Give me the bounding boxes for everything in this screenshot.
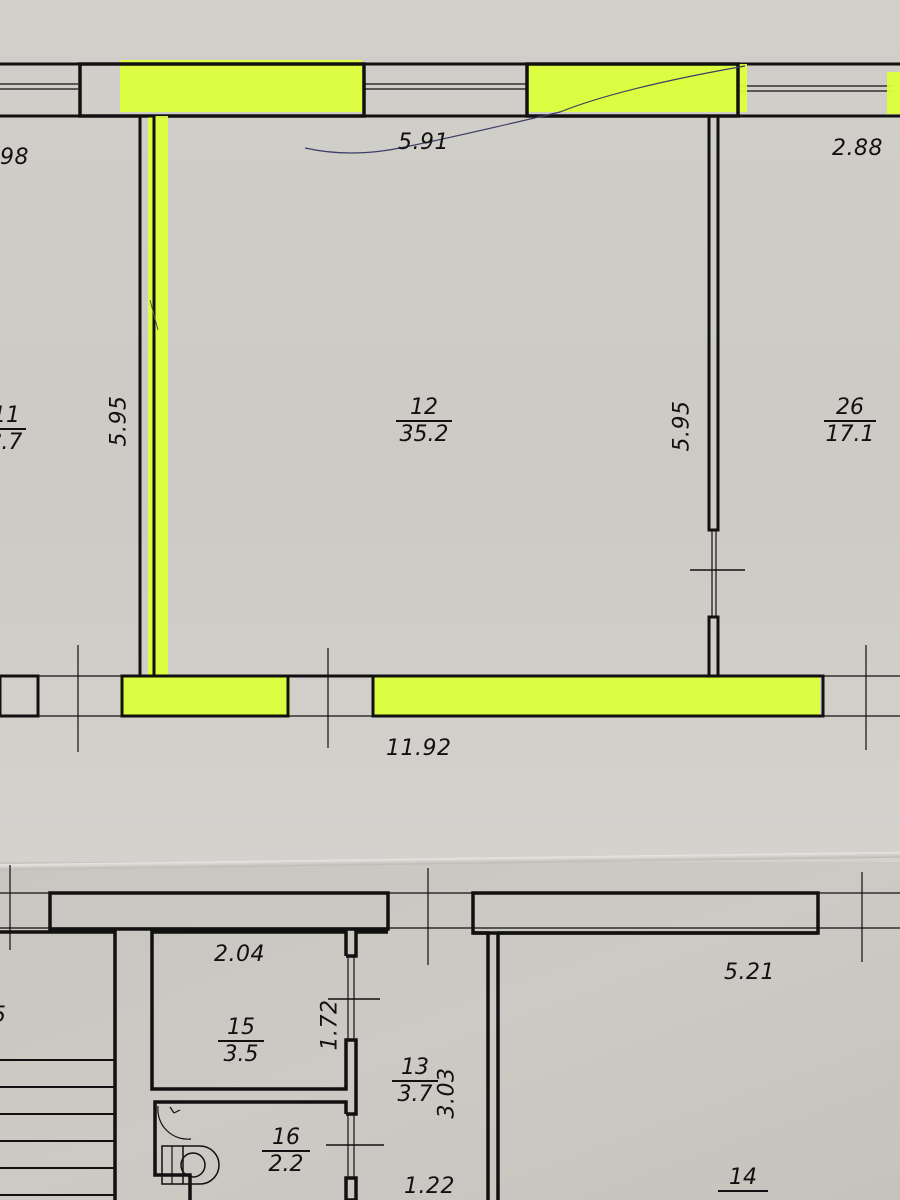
room-26-label: 26 17.1 bbox=[824, 395, 876, 448]
bottom-wall-upper bbox=[0, 645, 900, 752]
windows-top bbox=[0, 83, 893, 92]
room-14-label: 14 bbox=[718, 1166, 768, 1193]
room-13-label: 13 3.7 bbox=[392, 1056, 438, 1106]
room-11-label: 11 ?.7 bbox=[0, 404, 26, 454]
pencil-scribble bbox=[304, 65, 746, 154]
dim-room15-width: 2.04 bbox=[214, 942, 265, 967]
dim-overall-bottom: 11.92 bbox=[386, 736, 452, 761]
right-partition bbox=[690, 114, 745, 679]
dim-left-room-width: 98 bbox=[0, 145, 29, 170]
lower-sheet bbox=[0, 862, 900, 1200]
dim-room12-width: 5.91 bbox=[398, 130, 449, 155]
dim-room16-width: 1.22 bbox=[404, 1174, 455, 1199]
room-16-label: 16 2.2 bbox=[262, 1126, 310, 1176]
dim-room14-width: 5.21 bbox=[724, 960, 775, 985]
dim-room12-right-height: 5.95 bbox=[669, 400, 695, 452]
dim-room26-width: 2.88 bbox=[832, 136, 883, 161]
room-12-label: 12 35.2 bbox=[396, 396, 452, 446]
dim-stair-partial: 5 bbox=[0, 1005, 7, 1027]
dim-room15-height: 1.72 bbox=[317, 999, 343, 1051]
highlight-pier-1 bbox=[120, 60, 362, 112]
highlight-left-wall bbox=[148, 116, 168, 676]
dim-room13-height: 3.03 bbox=[434, 1067, 460, 1119]
room-15-label: 15 3.5 bbox=[218, 1016, 264, 1066]
highlight-pier-3 bbox=[887, 72, 900, 114]
dim-room12-left-height: 5.95 bbox=[106, 395, 132, 447]
